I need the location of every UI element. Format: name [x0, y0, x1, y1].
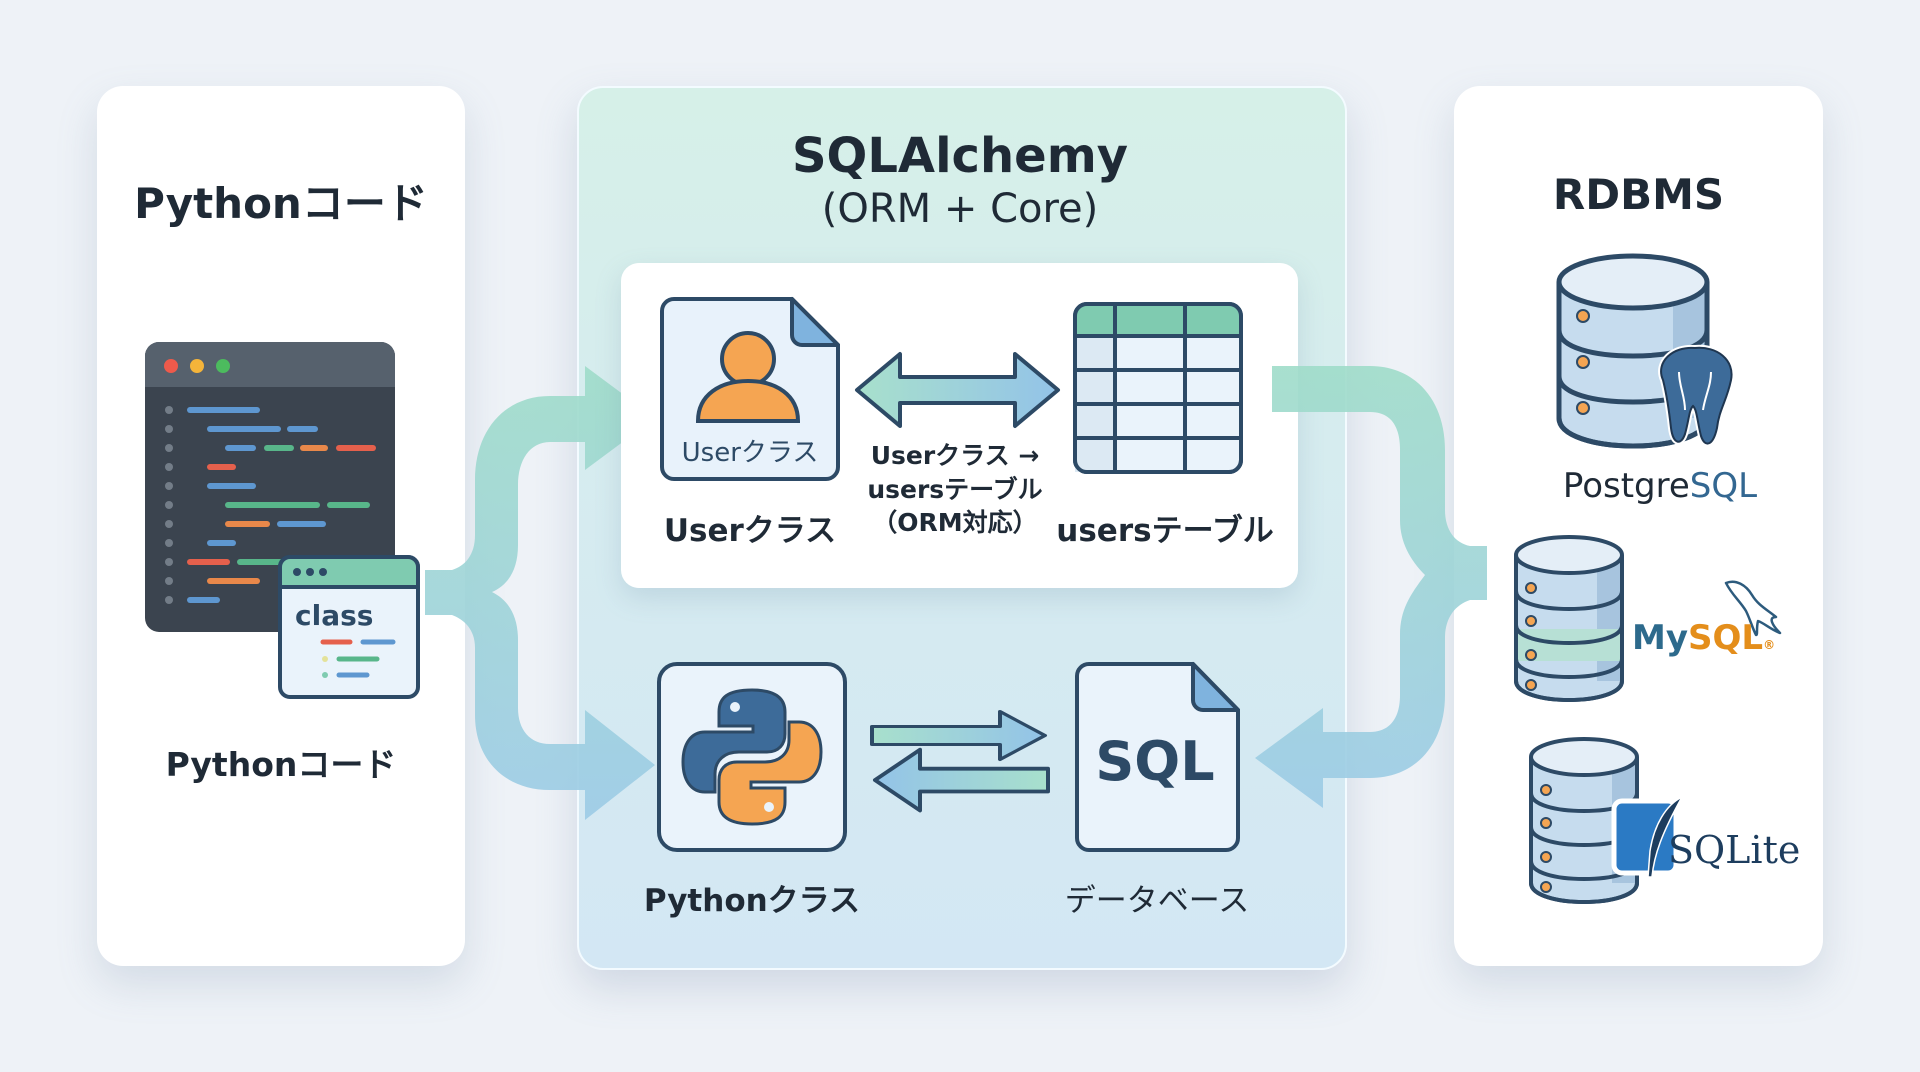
window-minimize-dot [190, 359, 204, 373]
users-table-icon [1073, 302, 1243, 474]
sql-file-icon: SQL [1075, 662, 1240, 852]
window-close-dot [164, 359, 178, 373]
mysql-registered-mark: ® [1763, 638, 1776, 652]
input-flow-arrows [425, 366, 655, 820]
postgresql-label-part1: Postgre [1562, 466, 1690, 506]
python-class-icon [657, 662, 847, 852]
mapping-description-line1: Userクラス → [870, 441, 1040, 470]
sql-exchange-arrows-icon [870, 710, 1050, 813]
mysql-dolphin-icon [1724, 580, 1782, 637]
sql-icon-text: SQL [1095, 730, 1214, 793]
python-code-title: Pythonコード [134, 179, 428, 228]
python-code-caption: Pythonコード [165, 745, 397, 784]
user-class-file-icon [660, 297, 840, 481]
mysql-label-part2: SQL [1688, 618, 1764, 658]
postgresql-label-part2: SQL [1689, 466, 1758, 506]
class-window-icon: class [278, 555, 420, 699]
postgresql-database-icon [1556, 253, 1735, 449]
window-maximize-dot [216, 359, 230, 373]
python-logo-icon [681, 688, 823, 826]
sqlalchemy-subtitle: (ORM + Core) [821, 186, 1099, 232]
bidirectional-arrow-icon [855, 352, 1060, 428]
mysql-label: MySQL® [1632, 618, 1775, 658]
mapping-description-line3: （ORM対応） [872, 508, 1038, 537]
postgresql-label: PostgreSQL [1540, 466, 1780, 506]
output-flow-arrows [1255, 366, 1487, 808]
user-class-caption: Userクラス [663, 513, 837, 549]
database-caption: データベース [1064, 883, 1250, 919]
python-class-caption: Pythonクラス [643, 883, 861, 919]
mapping-description-line2: usersテーブル [867, 475, 1043, 504]
mysql-label-part1: My [1632, 618, 1688, 658]
users-table-caption: usersテーブル [1056, 513, 1274, 549]
user-icon [695, 331, 801, 423]
rdbms-title: RDBMS [1552, 170, 1725, 219]
class-keyword: class [295, 599, 373, 632]
mysql-database-icon [1514, 535, 1624, 703]
sqlite-label: SQLite [1668, 828, 1801, 872]
user-class-icon-label: Userクラス [681, 438, 819, 468]
sqlite-feather-icon [1611, 795, 1684, 878]
code-editor-icon: class [145, 342, 420, 699]
sqlalchemy-title: SQLAlchemy [791, 128, 1129, 184]
postgresql-elephant-icon [1658, 344, 1735, 447]
